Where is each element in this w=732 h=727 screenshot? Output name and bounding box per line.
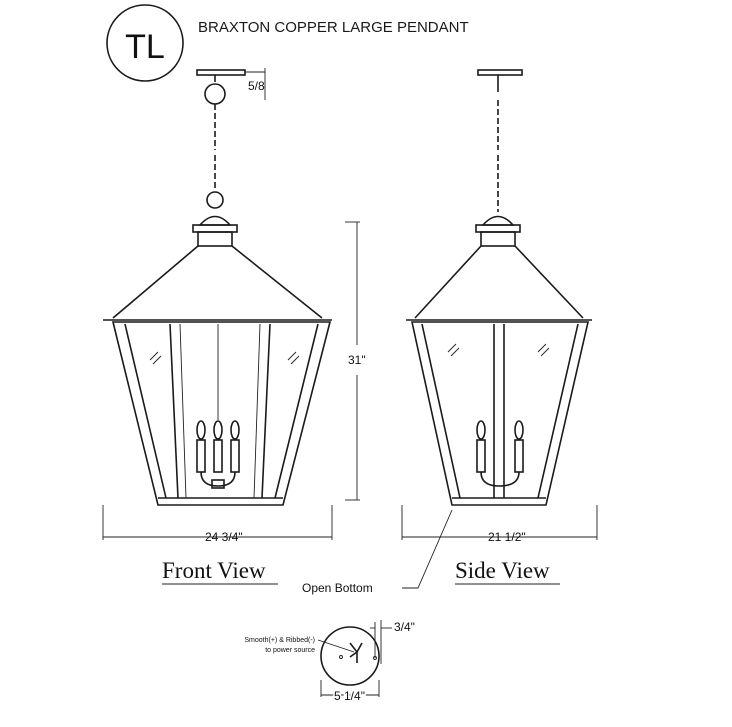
product-title: BRAXTON COPPER LARGE PENDANT <box>198 19 469 36</box>
canopy-offset-dim: 3/4" <box>394 620 415 634</box>
side-view-lantern: 21 1/2" <box>401 69 598 544</box>
side-width-dim: 21 1/2" <box>488 530 526 544</box>
wiring-note-line2: to power source <box>265 647 315 654</box>
height-dim: 31" <box>348 353 366 367</box>
side-view-label: Side View <box>455 558 550 583</box>
candle-cluster <box>196 420 240 489</box>
open-bottom-label: Open Bottom <box>302 581 373 595</box>
canopy-detail: 3/4" 5 1/4" Smooth(+) & Ribbed(-) to pow… <box>244 620 415 705</box>
wiring-note-line1: Smooth(+) & Ribbed(-) <box>244 637 315 644</box>
logo: TL <box>106 4 184 82</box>
canopy-drop-dim: 5/8 <box>248 79 265 93</box>
logo-text: TL <box>125 28 165 66</box>
front-view-lantern: 5/8 24 3/4" <box>102 68 366 544</box>
canopy-diameter-dim: 5 1/4" <box>334 689 365 703</box>
front-view-label: Front View <box>162 558 266 583</box>
front-width-dim: 24 3/4" <box>205 530 243 544</box>
